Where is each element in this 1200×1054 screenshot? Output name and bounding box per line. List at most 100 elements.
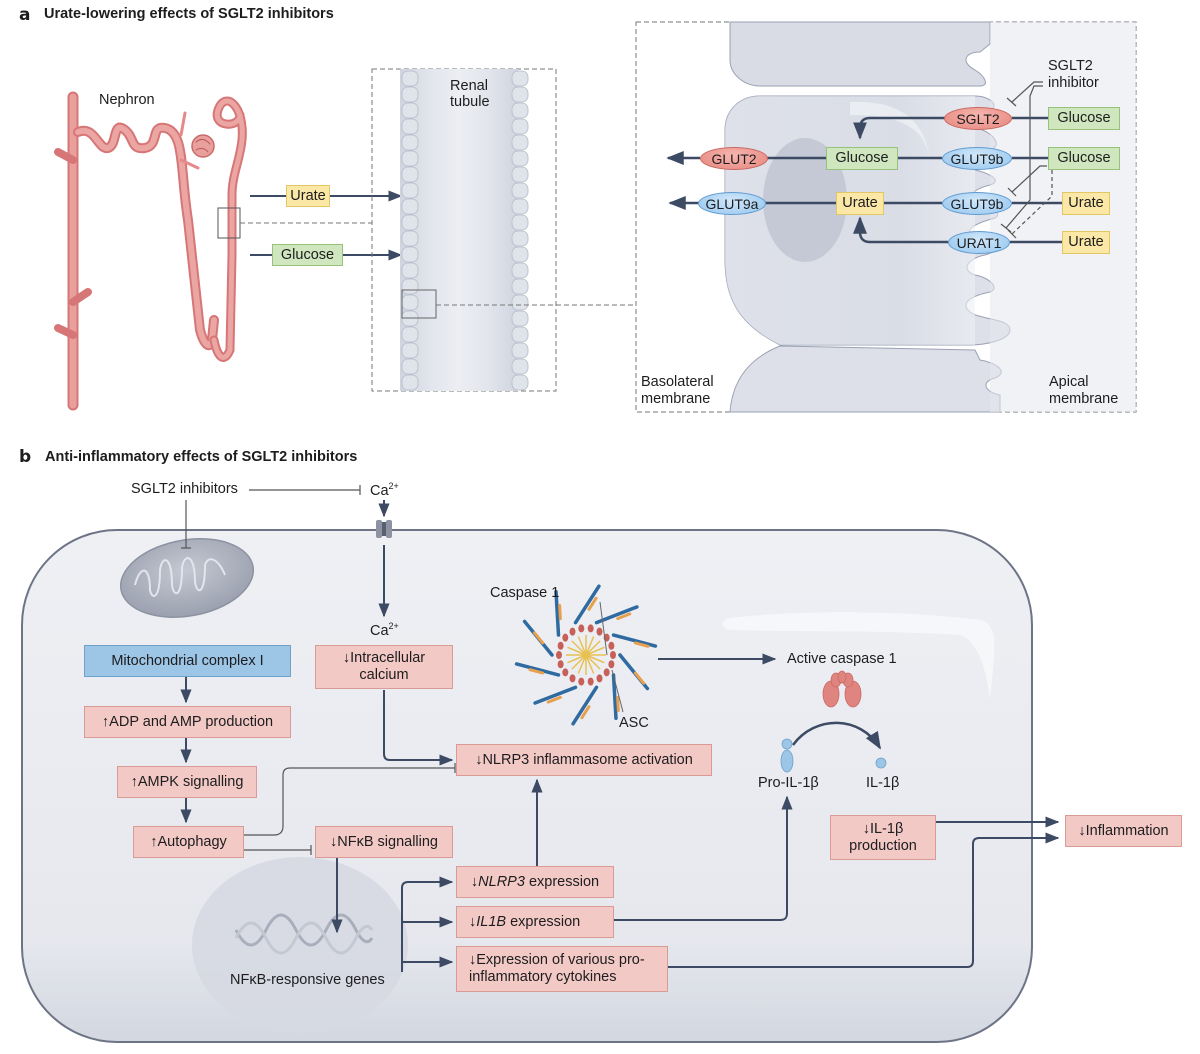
panel-b-letter: b xyxy=(19,447,32,467)
autophagy-box: ↑Autophagy xyxy=(133,826,244,858)
nlrp3-subunit xyxy=(562,668,569,677)
ca-ext-charge: 2+ xyxy=(388,481,399,491)
asc-core-spoke xyxy=(571,640,587,656)
apical-membrane-label: Apical membrane xyxy=(1049,374,1118,408)
caspase1-domain xyxy=(587,596,598,611)
glucose-cell: Glucose xyxy=(826,147,898,170)
urate-lumen-2: Urate xyxy=(1062,231,1110,254)
tubule-epithelial-cell xyxy=(511,374,529,391)
asc-core-spoke xyxy=(585,654,605,664)
il1b-expr-rest: expression xyxy=(506,913,581,930)
tubule-epithelial-cell xyxy=(511,246,529,263)
sglt2-inhibitor-line1: SGLT2 xyxy=(1048,58,1093,74)
glucose-box-a: Glucose xyxy=(272,244,343,266)
caspase1-filament xyxy=(573,584,601,625)
nlrp3-inflammasome-icon xyxy=(514,584,658,726)
tubule-epithelial-cell xyxy=(401,70,419,87)
nlrp3-subunit xyxy=(587,677,594,686)
tubule-epithelial-cell xyxy=(511,294,529,311)
tubule-zoom-box xyxy=(401,289,437,319)
tubule-epithelial-cell xyxy=(511,358,529,375)
nlrp3-subunit xyxy=(569,674,576,683)
dna-icon xyxy=(234,913,374,955)
caspase1-domain xyxy=(633,671,646,685)
intracellular-calcium-line2: calcium xyxy=(359,667,409,683)
nfkb-signalling-box: ↓NFκB signalling xyxy=(315,826,453,858)
nlrp3-subunit xyxy=(578,677,585,686)
tubule-epithelial-cell xyxy=(401,150,419,167)
nlrp3-subunit xyxy=(578,624,585,633)
tubule-epithelial-cell xyxy=(401,166,419,183)
sglt2-transporter: SGLT2 xyxy=(944,107,1012,130)
caspase1-domain xyxy=(546,695,562,704)
caspase1-filament xyxy=(594,605,639,625)
nlrp3-subunit xyxy=(557,641,564,650)
pathway-arrows xyxy=(180,485,1060,972)
sglt2-inhibitor-label: SGLT2 inhibitor xyxy=(1048,58,1099,92)
sglt2-inhibitor-line2: inhibitor xyxy=(1048,75,1099,91)
nlrp3-subunit xyxy=(603,668,610,677)
intracellular-calcium-box: ↓Intracellular calcium xyxy=(315,645,453,689)
nlrp3-expr-rest: expression xyxy=(524,873,600,890)
panel-a-title: Urate-lowering effects of SGLT2 inhibito… xyxy=(44,6,334,22)
cytokines-line1: ↓Expression of various pro- xyxy=(469,952,645,968)
tubule-epithelial-cell xyxy=(511,278,529,295)
tubule-epithelial-cell xyxy=(401,374,419,391)
tubule-epithelial-cell xyxy=(511,310,529,327)
tubule-epithelial-cell xyxy=(401,102,419,119)
caspase1-label: Caspase 1 xyxy=(490,585,560,601)
basolateral-line2: membrane xyxy=(641,391,711,407)
caspase1-domain xyxy=(528,668,545,675)
tubule-epithelial-cell xyxy=(511,86,529,103)
pro-il1b-icon xyxy=(780,738,794,773)
sglt2-inhibitors-label: SGLT2 inhibitors xyxy=(131,481,238,497)
tubule-epithelial-cell xyxy=(401,358,419,375)
asc-core-spoke xyxy=(571,654,587,670)
calcium-channel-icon xyxy=(376,520,392,538)
tubule-epithelial-cell xyxy=(511,342,529,359)
inhibition-lines xyxy=(1000,81,1053,239)
asc-core-spoke xyxy=(567,654,587,664)
caspase1-filament xyxy=(533,685,578,705)
glut9b-transporter-1: GLUT9b xyxy=(942,147,1012,170)
nlrp3-subunit xyxy=(608,660,615,669)
caspase1-filament xyxy=(611,673,618,721)
adp-amp-box: ↑ADP and AMP production xyxy=(84,706,291,738)
panel-a-letter: a xyxy=(19,5,31,25)
tubule-epithelial-cell xyxy=(401,230,419,247)
tubule-epithelial-cell xyxy=(401,182,419,199)
nlrp3-subunit xyxy=(608,641,615,650)
glut2-transporter: GLUT2 xyxy=(700,147,768,170)
il1b-expression-box: ↓IL1B expression xyxy=(456,906,614,938)
apical-line1: Apical xyxy=(1049,374,1089,390)
cytokines-expression-box: ↓Expression of various pro- inflammatory… xyxy=(456,946,668,992)
tubule-epithelial-cell xyxy=(511,102,529,119)
asc-core-spoke xyxy=(577,654,587,674)
panel-b-title: Anti-inflammatory effects of SGLT2 inhib… xyxy=(45,449,358,465)
il1b-expr-gene: IL1B xyxy=(476,913,507,930)
inflammation-box: ↓Inflammation xyxy=(1065,815,1182,847)
urat1-transporter: URAT1 xyxy=(948,231,1010,254)
nlrp3-expression-box: ↓NLRP3 expression xyxy=(456,866,614,898)
tubule-epithelial-cell xyxy=(511,134,529,151)
tubule-epithelial-cell xyxy=(401,86,419,103)
caspase1-domain xyxy=(616,695,620,712)
apical-line2: membrane xyxy=(1049,391,1119,407)
tubule-epithelial-cell xyxy=(401,262,419,279)
tubule-epithelial-cell xyxy=(511,70,529,87)
ampk-box: ↑AMPK signalling xyxy=(117,766,257,798)
tubule-epithelial-cell xyxy=(401,342,419,359)
intracellular-calcium-line1: ↓Intracellular xyxy=(342,650,426,666)
asc-core-spoke xyxy=(577,636,587,656)
nlrp3-subunit xyxy=(596,674,603,683)
nlrp3-subunit xyxy=(569,627,576,636)
il1b-production-box: ↓IL-1β production xyxy=(830,815,936,860)
mitochondrial-complex-box: Mitochondrial complex I xyxy=(84,645,291,677)
nephron-label: Nephron xyxy=(99,92,155,108)
nlrp3-subunit xyxy=(596,627,603,636)
caspase1-filament xyxy=(514,662,561,677)
urate-box-a: Urate xyxy=(286,185,330,207)
nlrp3-expr-gene: NLRP3 xyxy=(478,873,525,890)
asc-core-spoke xyxy=(585,646,605,656)
tubule-epithelial-cell xyxy=(401,134,419,151)
